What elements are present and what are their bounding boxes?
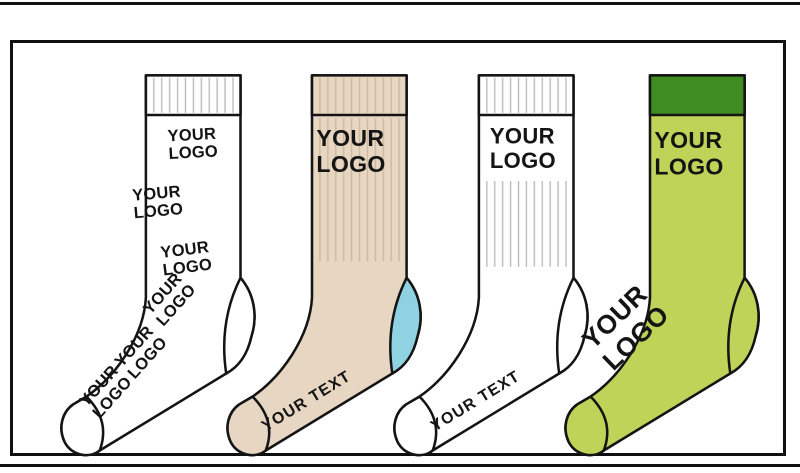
sock-2: YOUR LOGO YOUR TEXT [226,74,422,457]
sock-1: YOUR LOGO YOUR LOGO YOUR LOGO YOUR LOGO … [60,74,256,457]
logo-line: LOGO [162,256,213,280]
logo-text-2: YOUR LOGO [131,183,183,223]
logo-line: YOUR [131,183,181,205]
logo-line: LOGO [133,200,184,222]
logo-line: YOUR [654,127,722,153]
cuff-ribbing [482,77,571,113]
logo-line: LOGO [316,151,385,177]
logo-line: YOUR [316,125,384,151]
cuff-ribbing [315,77,404,113]
logo-text: YOUR LOGO [490,124,556,173]
logo-text-3: YOUR LOGO [160,238,213,279]
logo-line: YOUR [160,238,210,262]
logo-line: LOGO [168,142,218,163]
logo-line: YOUR [490,124,555,149]
leg-ribbing [482,181,571,267]
logo-text: YOUR LOGO [316,125,385,177]
logo-text-1: YOUR LOGO [167,125,218,163]
cuff-ribbing [149,77,238,113]
sock-cuff [648,74,746,117]
sock-4: YOUR LOGO YOUR LOGO [564,74,760,457]
bottom-rule [0,464,800,467]
logo-line: YOUR [167,125,216,146]
logo-text: YOUR LOGO [654,127,723,179]
logo-line: LOGO [654,153,723,179]
top-rule [0,2,800,5]
leg-ribbing [315,118,404,262]
logo-line: LOGO [490,148,556,173]
sock-3: YOUR LOGO YOUR TEXT [393,74,589,457]
